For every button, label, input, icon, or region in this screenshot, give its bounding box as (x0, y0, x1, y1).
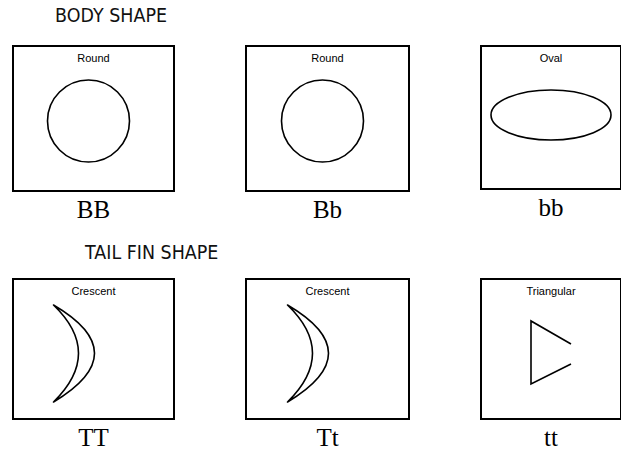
trait-box: CrescentTT (12, 278, 175, 420)
shape-illustration (482, 280, 620, 418)
oval-body (491, 90, 611, 140)
triangular-fin (531, 321, 571, 384)
trait-box: CrescentTt (245, 278, 410, 420)
trait-box: RoundBb (245, 45, 410, 192)
phenotype-label: Triangular (482, 285, 620, 297)
shape-illustration (14, 280, 173, 418)
phenotype-label: Round (14, 52, 173, 64)
shape-outline (48, 80, 130, 162)
shape-outline (491, 90, 611, 140)
shape-outline (531, 321, 571, 384)
shape-illustration (247, 47, 408, 190)
section-heading: TAIL FIN SHAPE (85, 241, 218, 263)
phenotype-label: Crescent (247, 285, 408, 297)
shape-illustration (14, 47, 173, 190)
trait-box: RoundBB (12, 45, 175, 192)
genotype-label: tt (462, 424, 621, 452)
section-heading: BODY SHAPE (55, 4, 167, 26)
shape-illustration (482, 47, 620, 188)
genotype-label: TT (0, 424, 193, 452)
round-body (48, 80, 130, 162)
phenotype-label: Oval (482, 52, 620, 64)
phenotype-label: Crescent (14, 285, 173, 297)
shape-outline (288, 305, 329, 402)
trait-box: Triangulartt (480, 278, 621, 420)
genotype-label: bb (462, 194, 621, 222)
shape-outline (54, 305, 95, 402)
shape-outline (282, 80, 364, 162)
genotype-label: Bb (227, 196, 428, 224)
phenotype-label: Round (247, 52, 408, 64)
genotype-label: Tt (227, 424, 428, 452)
round-body (282, 80, 364, 162)
trait-box: Ovalbb (480, 45, 621, 190)
genotype-label: BB (0, 196, 193, 224)
crescent-fin (54, 305, 95, 402)
crescent-fin (288, 305, 329, 402)
shape-illustration (247, 280, 408, 418)
